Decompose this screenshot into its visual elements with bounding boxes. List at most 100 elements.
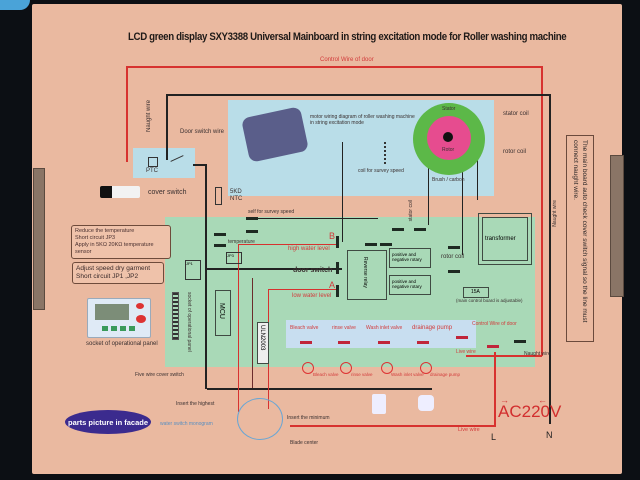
live-wire-label: Live wire xyxy=(456,349,476,355)
ac220v-label: AC220V xyxy=(498,402,562,421)
high-water-wire-down xyxy=(238,244,239,412)
valve-top-label: drainage pump xyxy=(412,325,453,331)
valve-icon xyxy=(381,362,393,374)
valve-top-label: Bleach valve xyxy=(290,325,319,331)
reverse-relay-label: Reverse relay xyxy=(362,257,368,288)
socket-label-vertical: socket of operational panel xyxy=(186,292,192,352)
fuse-label: 15A xyxy=(471,289,480,295)
uln2003-chip: ULN2003 xyxy=(257,322,269,364)
control-wire-bottom-label: Control Wire of door xyxy=(472,321,517,327)
operational-panel-image xyxy=(87,298,151,338)
arrow-left-icon: ← xyxy=(538,395,547,405)
low-water-label: low water level xyxy=(292,293,332,299)
rotary-relay-label: positive and negative rotary xyxy=(392,252,422,262)
rotary-relay-2: positive and negative rotary xyxy=(389,275,431,295)
naught-terminal-N: N xyxy=(546,430,553,440)
diagram-title: LCD green display SXY3388 Universal Main… xyxy=(128,31,567,43)
control-wire-right xyxy=(541,66,543,356)
ntc-thermistor-icon xyxy=(215,187,222,205)
live-wire-bottom-label: Live wire xyxy=(458,427,480,433)
valve-bottom-label: rinse valve xyxy=(351,372,373,377)
valve-part-image xyxy=(372,394,386,414)
survey-speed-coil-label: coil for survey speed xyxy=(358,168,404,174)
live-terminal-L: L xyxy=(491,432,497,442)
speed-note-line: Short circuit JP1 ,JP2 xyxy=(76,273,139,280)
survey-speed-terminal xyxy=(246,230,258,233)
shaft-icon xyxy=(443,132,453,142)
valve-terminal xyxy=(378,341,390,344)
control-wire-left xyxy=(126,66,128,162)
valve-part-image xyxy=(418,395,434,411)
ptc-wire-down xyxy=(205,164,207,389)
temperature-label: temperature xyxy=(228,239,255,245)
high-water-terminal xyxy=(336,236,339,248)
stator-coil-terminal xyxy=(392,228,404,231)
naught-wire-note: The main board auto check cover switch s… xyxy=(566,135,594,342)
marker-a: A xyxy=(329,280,336,290)
control-wire-terminal xyxy=(456,336,468,339)
rotor-coil-label: rotor coil xyxy=(503,149,527,155)
jp1-jp2-jumper: JP1 xyxy=(185,260,201,280)
background-object xyxy=(0,0,30,10)
valve-icon xyxy=(302,362,314,374)
temperature-terminal xyxy=(214,233,226,236)
rotor-coil-main-label: rotor coil xyxy=(441,254,465,260)
naught-wire-terminal xyxy=(514,340,526,343)
bottom-return-wire xyxy=(207,388,432,390)
door-switch-terminal xyxy=(336,262,339,274)
temperature-terminal xyxy=(214,244,226,247)
rotor-coil-terminal xyxy=(448,246,460,249)
valve-bottom-label: Bleach valve xyxy=(313,372,339,377)
cover-switch-image xyxy=(100,186,140,198)
ntc-label: 5KD NTC xyxy=(230,189,243,202)
door-switch-label: door switch xyxy=(293,267,333,274)
valve-icon xyxy=(420,362,432,374)
control-wire-top-label: Control Wire of door xyxy=(320,57,374,63)
valve-bottom-label: Wash inlet valve xyxy=(391,372,424,377)
naught-wire-top xyxy=(166,94,550,96)
jp1-label: JP1 xyxy=(186,261,193,266)
low-water-terminal xyxy=(336,285,339,297)
temperature-note-line: Short circuit JP3 xyxy=(75,235,116,241)
valve-terminal xyxy=(417,341,429,344)
speed-note: Adjust speed dry garment Short circuit J… xyxy=(72,262,164,284)
self-survey-speed-label: self for survey speed xyxy=(248,209,295,215)
operational-panel-socket-label: socket of operational panel xyxy=(86,341,158,347)
box-flap-right xyxy=(610,155,624,297)
valve-terminal xyxy=(338,341,350,344)
jp3-jumper: JP3 xyxy=(226,252,242,264)
ptc-icon xyxy=(148,157,158,167)
valve-top-label: Wash inlet valve xyxy=(366,325,403,331)
fuse-note: (main control board is adjustable) xyxy=(456,298,523,303)
ptc-panel xyxy=(133,148,195,178)
rotor-coil-terminal xyxy=(448,270,460,273)
survey-speed-terminal xyxy=(246,217,258,220)
lcd-screen xyxy=(95,304,129,320)
motor-wire-1 xyxy=(342,142,343,242)
panel-button-red xyxy=(136,315,146,323)
parts-picture-badge: parts picture in facade xyxy=(65,410,151,434)
survey-speed-wire xyxy=(258,218,378,219)
naught-wire-label: Naught wire xyxy=(524,351,551,357)
water-switch-label: water switch monogram xyxy=(160,421,213,427)
valve-icon xyxy=(340,362,352,374)
cover-switch-label: cover switch xyxy=(148,189,187,196)
water-switch-diagram xyxy=(237,398,283,440)
valve-terminal xyxy=(300,341,312,344)
operational-socket-pins xyxy=(172,292,179,340)
high-water-label: high water level xyxy=(288,246,330,252)
uln-label: ULN2003 xyxy=(259,325,265,351)
motor-wire-4 xyxy=(477,130,478,200)
control-wire-bottom xyxy=(466,355,542,357)
fuse: 15A xyxy=(463,287,489,298)
brush-carbon-label: Brush / carbon xyxy=(432,177,465,183)
ptc-wire-top xyxy=(193,164,207,166)
reverse-relay: Reverse relay xyxy=(347,250,387,300)
temperature-note-line: Reduce the temperature xyxy=(75,228,135,234)
marker-b: B xyxy=(329,231,336,241)
rotary-relay-1: positive and negative rotary xyxy=(389,248,431,268)
transformer-inner xyxy=(482,217,528,261)
door-switch-wire-label: Door switch wire xyxy=(180,129,225,135)
naught-wire-left xyxy=(166,94,168,160)
transformer-label: transformer xyxy=(485,236,516,242)
